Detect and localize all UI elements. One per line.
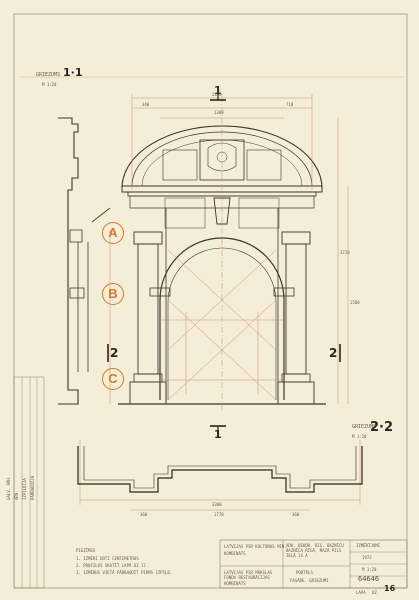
tb-org1: LATVIJAS PSR KULTŪRAS MIN. xyxy=(224,544,287,549)
section-2-label: GRIEZUMS xyxy=(352,424,377,430)
cut-markers xyxy=(107,92,341,436)
right-column xyxy=(285,243,307,375)
tb-org1b: KOMBINĀTS xyxy=(224,551,246,556)
dim-plan-right: 360 xyxy=(292,512,300,517)
dim-top-inner: 1300 xyxy=(214,110,224,115)
note-3: 3. IZMĒRUS VIETĀ PĀRBAUDĪT PIRMS IZPILD. xyxy=(76,570,173,575)
section-1-scale: M 1:20 xyxy=(42,82,57,87)
marker-c: C xyxy=(102,368,124,390)
note-1: 1. IZMĒRI DOTI CENTIMETROS xyxy=(76,556,139,561)
notes-header: PIEZĪMES xyxy=(76,548,96,553)
tb-year: 1972 xyxy=(362,555,372,560)
section-1-label: GRIEZUMS xyxy=(36,72,61,78)
tb-sheet-no: 16 xyxy=(384,584,396,593)
left-column xyxy=(137,243,159,375)
dim-side-2: 1580 xyxy=(350,300,360,305)
arch-opening xyxy=(159,237,285,400)
plan-view xyxy=(77,446,363,493)
cut-2-right: 2 xyxy=(329,346,338,360)
sheet-frame xyxy=(13,13,408,589)
tb-sheet-prefix: UZ xyxy=(372,590,377,595)
cut-2-left: 2 xyxy=(110,346,119,360)
tb-org2b: KOMBINĀTS xyxy=(224,581,246,586)
tb-stage: IZMĒRĪJUMI xyxy=(356,543,381,548)
keystone xyxy=(213,197,231,225)
tb-scale: M 1:20 xyxy=(362,567,377,572)
note-2: 2. PROFILUS SKATĪT LAPĀ UZ 17. xyxy=(76,563,149,568)
tb-sheet-label: LAPA xyxy=(356,590,366,595)
dimension-lines xyxy=(20,76,404,511)
section-1-number: 1·1 xyxy=(63,66,83,79)
signature-strip xyxy=(13,376,45,589)
section-2-number: 2·2 xyxy=(370,420,394,435)
tb-org2: LATVIJAS PSR MĀKSLAS FONDA RESTAURĀCIJAS xyxy=(224,570,273,580)
marker-b: B xyxy=(102,283,124,305)
dim-plan-mid: 1770 xyxy=(214,512,224,517)
tb-project: ARH. DEKOR. RIG. BAZNĪCU BAZNĪCA RĪGĀ, M… xyxy=(286,543,344,558)
dim-top-total: 2850 xyxy=(212,92,222,97)
dim-side-1: 3720 xyxy=(340,250,350,255)
sig-col1: GALV. ARH. xyxy=(6,475,11,500)
dim-plan-total: 3380 xyxy=(212,502,222,507)
tb-sheet-title: FASĀDE. GRIEZUMI xyxy=(290,578,329,583)
section-2-scale: M 1:20 xyxy=(352,434,367,439)
section-profile xyxy=(58,117,79,405)
cut-1-bottom: 1 xyxy=(214,428,222,441)
cut-1-top: 1 xyxy=(214,84,222,97)
sig-col2: ARH. xyxy=(14,490,19,500)
tb-archive-no: 64646 xyxy=(358,575,380,583)
tb-part: PORTĀLS xyxy=(296,570,313,575)
sig-col3: IZPILDĪJA xyxy=(22,478,27,500)
marker-a: A xyxy=(102,222,124,244)
dim-top-right: 710 xyxy=(286,102,294,107)
dim-top-left: 340 xyxy=(142,102,150,107)
dim-plan-left: 360 xyxy=(140,512,148,517)
sig-col4: PĀRBAUDĪJA xyxy=(30,475,35,500)
